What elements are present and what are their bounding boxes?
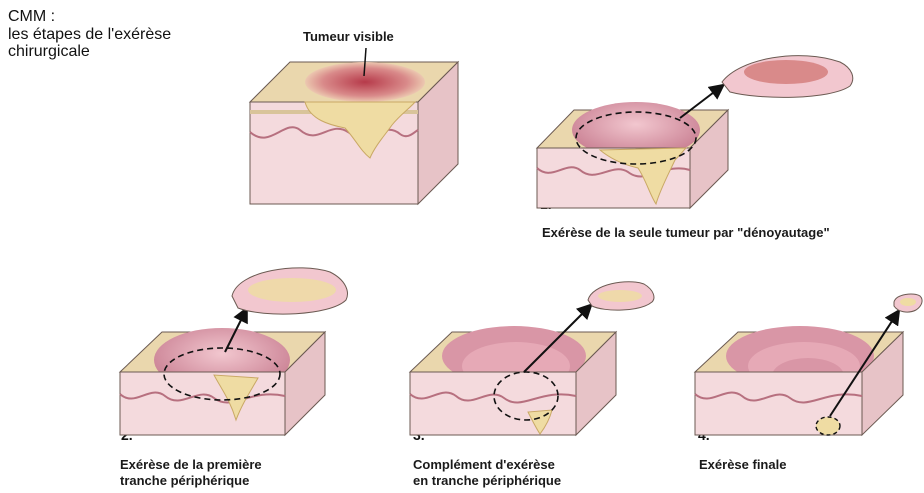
step-1-skin-block: [537, 56, 853, 208]
step-4-incision-outline: [816, 417, 840, 435]
step-3-excised-piece: [588, 282, 654, 310]
step-3-skin-block: [410, 282, 654, 435]
step-4-skin-block: [695, 294, 922, 435]
step-1-excised-piece: [722, 56, 853, 98]
step-2-excised-piece: [232, 268, 347, 314]
step-4-excised-piece: [894, 294, 922, 312]
initial-skin-block: [250, 48, 458, 204]
step-2-skin-block: [120, 268, 347, 435]
